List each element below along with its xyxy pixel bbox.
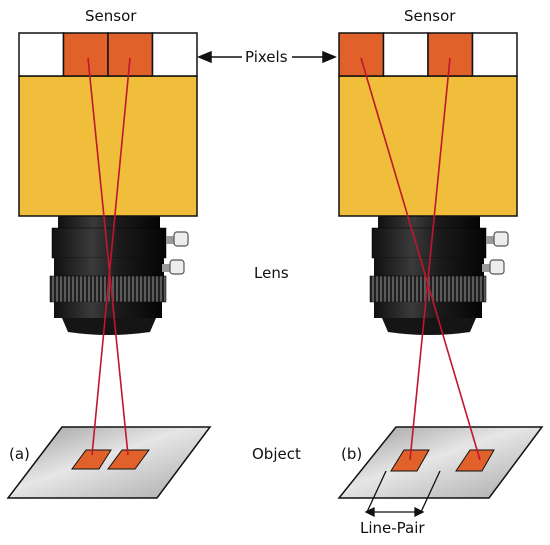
lens-label: Lens — [254, 264, 289, 282]
ray-b1 — [360, 57, 481, 461]
lens-a — [49, 216, 189, 335]
pixels-arrows — [197, 50, 337, 64]
object-label: Object — [252, 445, 301, 463]
pixels-label: Pixels — [245, 48, 288, 66]
ray-a1 — [87, 57, 129, 456]
pixel — [427, 32, 474, 77]
object-plate-b — [337, 426, 544, 499]
pixel-row-b — [338, 32, 518, 77]
sensor-label-a: Sensor — [85, 7, 137, 25]
pixel — [471, 32, 518, 77]
pixel — [151, 32, 198, 77]
sensor-label-b: Sensor — [404, 7, 456, 25]
pixel — [62, 32, 109, 77]
object-square-a1 — [71, 449, 112, 470]
panel-a — [6, 32, 212, 499]
object-plate-a — [6, 426, 212, 499]
pixel — [338, 32, 385, 77]
pixel — [107, 32, 154, 77]
ray-a2 — [91, 57, 131, 456]
camera-body-a — [18, 75, 198, 217]
object-square-b2 — [455, 449, 495, 472]
panel-b — [337, 32, 544, 518]
panel-a-label: (a) — [9, 445, 30, 463]
object-square-b1 — [390, 449, 430, 472]
pixel-row-a — [18, 32, 198, 77]
ray-b2 — [409, 57, 451, 461]
panel-b-label: (b) — [341, 445, 363, 463]
camera-body-b — [338, 75, 518, 217]
line-pair-label: Line-Pair — [360, 519, 425, 537]
object-square-a2 — [107, 449, 150, 470]
pixel — [18, 32, 65, 77]
lens-b — [369, 216, 509, 335]
pixel — [382, 32, 429, 77]
line-pair-indicator — [364, 470, 441, 518]
